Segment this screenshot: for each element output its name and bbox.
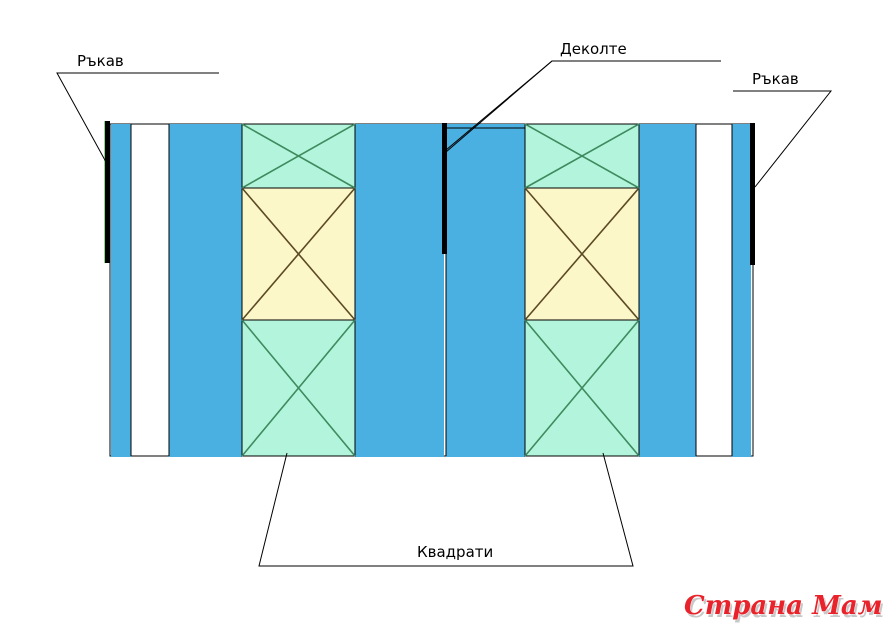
- leader-lines: [56, 60, 833, 567]
- neckline-label: Деколте: [560, 40, 627, 58]
- blue-stripe: [446, 124, 525, 457]
- neckline-marker: [442, 123, 447, 254]
- blue-stripes: [111, 124, 751, 457]
- sleeve-marker-left: [105, 121, 110, 263]
- blue-stripe: [169, 124, 242, 457]
- square-column-right: [524, 123, 640, 457]
- leader-sleeve-left: [56, 72, 219, 163]
- sleeve-label-left: Ръкав: [77, 52, 124, 70]
- sleeve-marker-right: [750, 123, 755, 265]
- square-column-left: [241, 123, 356, 457]
- squares-label: Квадрати: [417, 543, 493, 561]
- sleeve-label-right: Ръкав: [752, 70, 799, 88]
- seam-markers: [104, 121, 755, 265]
- svg-text:Страна Мам . ру: Страна Мам . ру: [686, 594, 887, 624]
- leader-sleeve-right: [733, 90, 833, 188]
- blue-stripe: [732, 124, 751, 457]
- blue-stripe: [639, 124, 696, 457]
- blue-stripe: [111, 124, 131, 457]
- blue-stripe: [355, 124, 444, 457]
- svg-text:Страна Мам . ру: Страна Мам . ру: [684, 591, 887, 621]
- stranamam-logo: Страна Мам . ру Страна Мам . ру: [684, 591, 887, 624]
- leader-squares: [258, 452, 634, 567]
